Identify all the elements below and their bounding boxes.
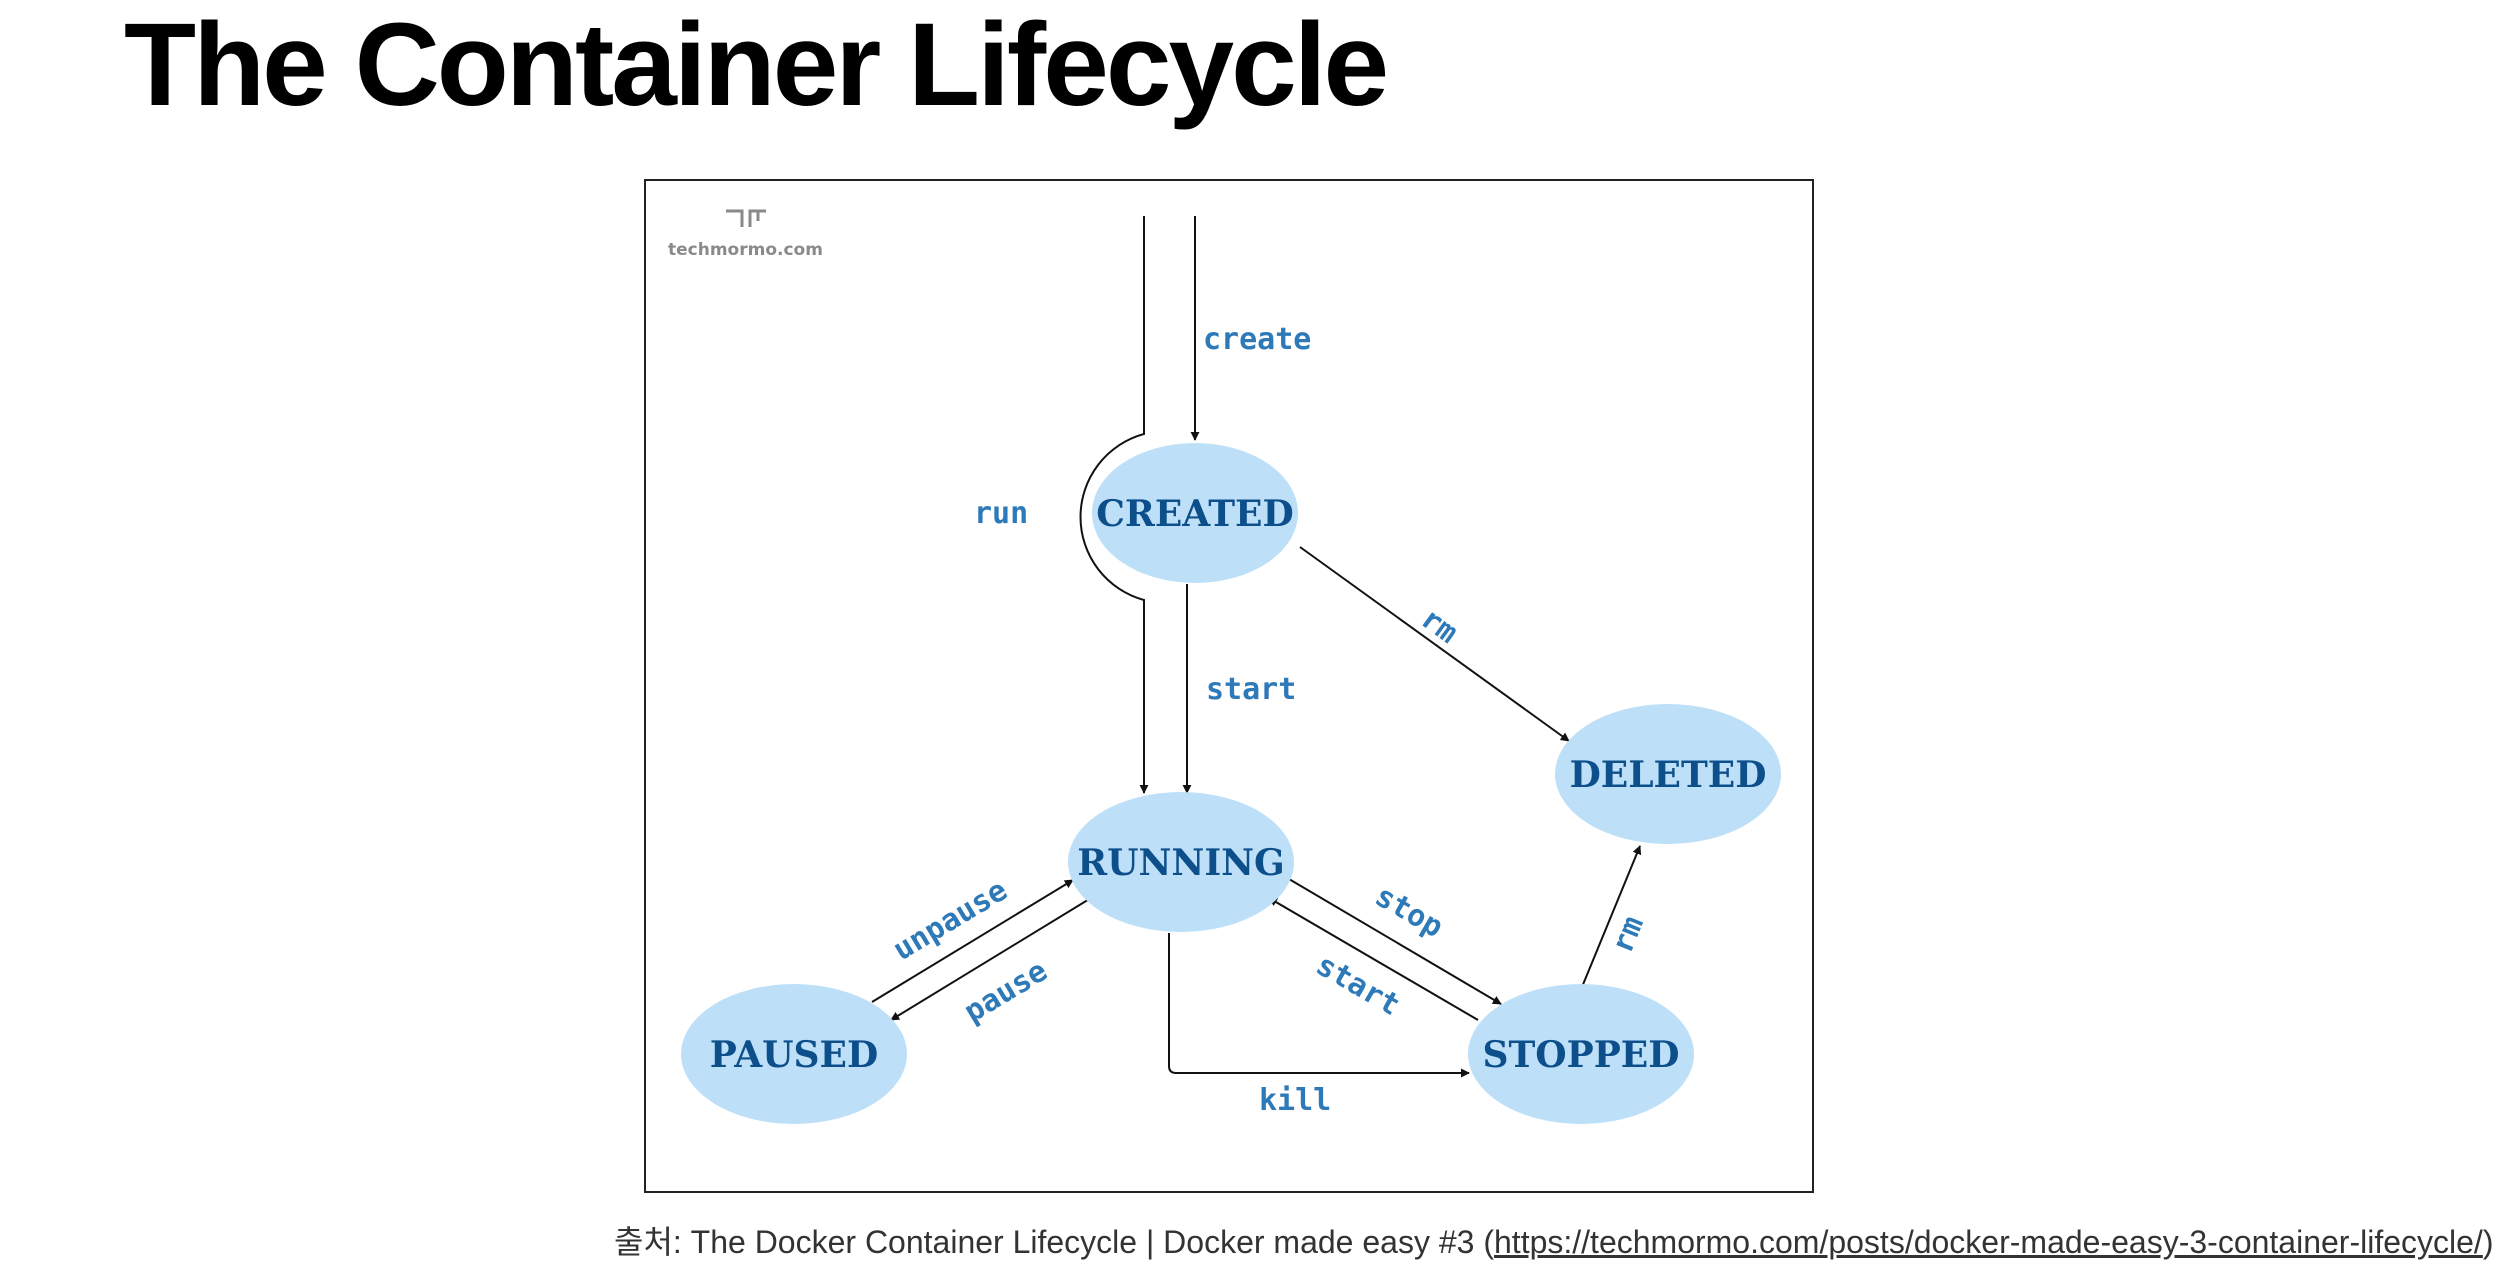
state-stopped-label: STOPPED	[1483, 1034, 1680, 1076]
start-label-stopped: start	[1310, 948, 1406, 1023]
state-deleted: DELETED	[1555, 704, 1781, 844]
watermark-text: techmormo.com	[668, 240, 823, 260]
source-citation: 출처: The Docker Container Lifecycle | Doc…	[614, 1222, 2493, 1262]
rm-arrow-stopped	[1581, 845, 1642, 988]
state-running: RUNNING	[1068, 792, 1294, 932]
start-label-created: start	[1206, 672, 1296, 707]
kill-label: kill	[1259, 1083, 1331, 1118]
kill-arrow	[1168, 933, 1470, 1078]
source-link[interactable]: https://techmormo.com/posts/docker-made-…	[1494, 1224, 2483, 1260]
state-stopped: STOPPED	[1468, 984, 1694, 1124]
rm-arrow-created	[1299, 546, 1570, 742]
slide-title: The Container Lifecycle	[124, 0, 1389, 131]
pause-label: pause	[958, 953, 1053, 1030]
lifecycle-diagram: techmormo.com C	[644, 179, 1814, 1193]
state-deleted-label: DELETED	[1570, 754, 1767, 796]
stop-label: stop	[1369, 879, 1449, 945]
state-created-label: CREATED	[1096, 493, 1293, 535]
start-arrow-stopped	[1268, 897, 1479, 1021]
create-label: create	[1203, 322, 1311, 357]
state-paused-label: PAUSED	[710, 1034, 878, 1076]
source-suffix: )	[2482, 1224, 2494, 1260]
run-label: run	[974, 496, 1028, 531]
state-paused: PAUSED	[681, 984, 907, 1124]
rm-label-stopped: rm	[1605, 911, 1651, 958]
pause-arrow	[890, 897, 1092, 1021]
rm-label-created: rm	[1414, 601, 1464, 651]
state-created: CREATED	[1092, 443, 1298, 583]
state-running-label: RUNNING	[1077, 842, 1285, 884]
stop-arrow	[1288, 878, 1502, 1005]
techmormo-logo: techmormo.com	[668, 209, 823, 260]
run-arrow	[1079, 216, 1149, 794]
unpause-arrow	[871, 879, 1074, 1003]
source-prefix: 출처: The Docker Container Lifecycle | Doc…	[614, 1224, 1494, 1260]
